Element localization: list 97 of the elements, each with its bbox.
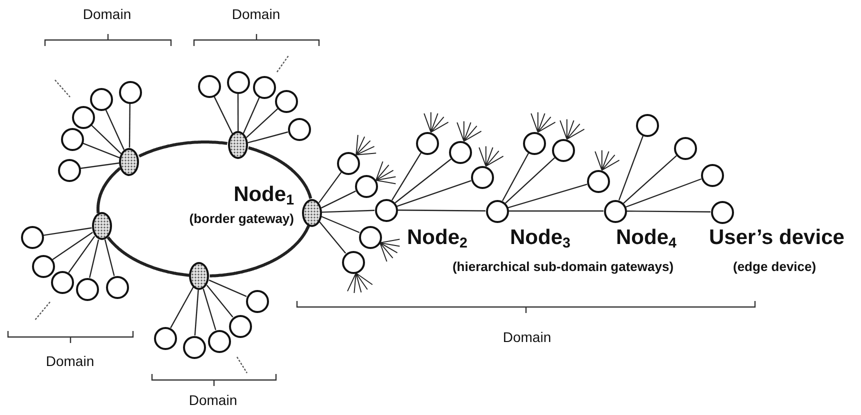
link-line bbox=[206, 284, 234, 318]
link-line bbox=[626, 210, 710, 212]
node-role: (edge device) bbox=[733, 260, 816, 274]
device-node bbox=[182, 336, 206, 358]
device-node bbox=[486, 200, 508, 222]
ring-link bbox=[106, 236, 190, 277]
device-node bbox=[274, 90, 298, 112]
gateway-node bbox=[189, 262, 210, 290]
link-line bbox=[318, 221, 346, 254]
device-node bbox=[522, 132, 546, 154]
device-node bbox=[336, 152, 360, 174]
link-line bbox=[508, 184, 588, 208]
ring-link bbox=[96, 167, 122, 214]
gateway-node bbox=[119, 148, 140, 176]
link-line bbox=[105, 109, 125, 150]
link-line bbox=[214, 96, 233, 134]
device-node bbox=[90, 88, 112, 110]
device-node bbox=[58, 158, 80, 182]
device-node bbox=[448, 140, 472, 164]
node-role: (border gateway) bbox=[189, 212, 294, 226]
link-line bbox=[208, 280, 247, 297]
device-node bbox=[710, 200, 734, 224]
device-node bbox=[60, 128, 84, 150]
link-line bbox=[68, 236, 96, 273]
device-node bbox=[72, 106, 94, 128]
link-line bbox=[82, 142, 120, 158]
device-node bbox=[586, 170, 610, 192]
link-line bbox=[43, 227, 92, 236]
link-line bbox=[502, 152, 530, 202]
gateway-node bbox=[92, 212, 112, 240]
device-node bbox=[198, 74, 220, 98]
device-node bbox=[20, 226, 44, 248]
link-line bbox=[237, 94, 239, 132]
device-node bbox=[342, 250, 364, 274]
gateway-node bbox=[228, 131, 248, 160]
link-line bbox=[52, 232, 93, 260]
device-node bbox=[470, 166, 494, 188]
device-node bbox=[50, 270, 74, 294]
device-node bbox=[76, 278, 98, 300]
link-line bbox=[318, 172, 342, 204]
link-line bbox=[396, 180, 472, 207]
link-line bbox=[248, 131, 288, 144]
group-caption: (hierarchical sub-domain gateways) bbox=[452, 260, 674, 274]
domain-label: Domain bbox=[232, 7, 280, 22]
device-node bbox=[636, 114, 658, 136]
device-node bbox=[288, 118, 310, 140]
link-line bbox=[321, 190, 356, 208]
link-line bbox=[242, 97, 260, 134]
link-line bbox=[623, 155, 677, 204]
device-node bbox=[226, 70, 250, 94]
device-node bbox=[252, 76, 276, 98]
link-line bbox=[89, 239, 100, 278]
gateway-node bbox=[302, 198, 322, 226]
link-line bbox=[508, 210, 604, 212]
device-node bbox=[374, 198, 398, 222]
link-line bbox=[128, 104, 130, 148]
device-node bbox=[118, 80, 142, 104]
ring-link bbox=[248, 146, 312, 200]
link-line bbox=[194, 290, 199, 336]
ring-link bbox=[138, 140, 228, 158]
device-node bbox=[228, 314, 252, 338]
device-node bbox=[700, 164, 724, 186]
link-line bbox=[246, 108, 278, 138]
device-node bbox=[604, 200, 626, 222]
device-node bbox=[208, 330, 230, 352]
link-line bbox=[321, 216, 360, 234]
link-line bbox=[398, 210, 486, 212]
device-node bbox=[106, 276, 128, 298]
link-line bbox=[626, 178, 702, 208]
domain-label: Domain bbox=[188, 393, 238, 408]
link-line bbox=[505, 157, 555, 204]
link-line bbox=[391, 152, 422, 201]
device-node bbox=[154, 326, 176, 350]
device-node bbox=[354, 174, 378, 198]
link-line bbox=[618, 136, 644, 200]
domain-label: Domain bbox=[502, 330, 552, 346]
device-node bbox=[358, 226, 382, 248]
link-line bbox=[104, 239, 115, 276]
node-name: Node$_{3}$ bbox=[510, 226, 570, 250]
link-line bbox=[394, 158, 452, 204]
link-line bbox=[202, 288, 216, 330]
device-name: User’s device bbox=[709, 226, 844, 250]
device-node bbox=[674, 136, 696, 160]
link-line bbox=[170, 286, 194, 328]
device-node bbox=[416, 132, 438, 154]
node-name: Node$_{1}$ bbox=[234, 183, 294, 206]
ring-link bbox=[209, 224, 310, 278]
device-node bbox=[32, 254, 54, 278]
link-line bbox=[90, 124, 122, 154]
domain-label: Domain bbox=[46, 354, 94, 370]
node-name: Node$_{2}$ bbox=[407, 226, 468, 250]
node-name: Node$_{4}$ bbox=[616, 226, 676, 250]
domain-label: Domain bbox=[82, 7, 132, 22]
device-node bbox=[246, 290, 268, 312]
device-node bbox=[552, 138, 574, 162]
link-line bbox=[322, 210, 375, 213]
link-line bbox=[80, 162, 120, 169]
